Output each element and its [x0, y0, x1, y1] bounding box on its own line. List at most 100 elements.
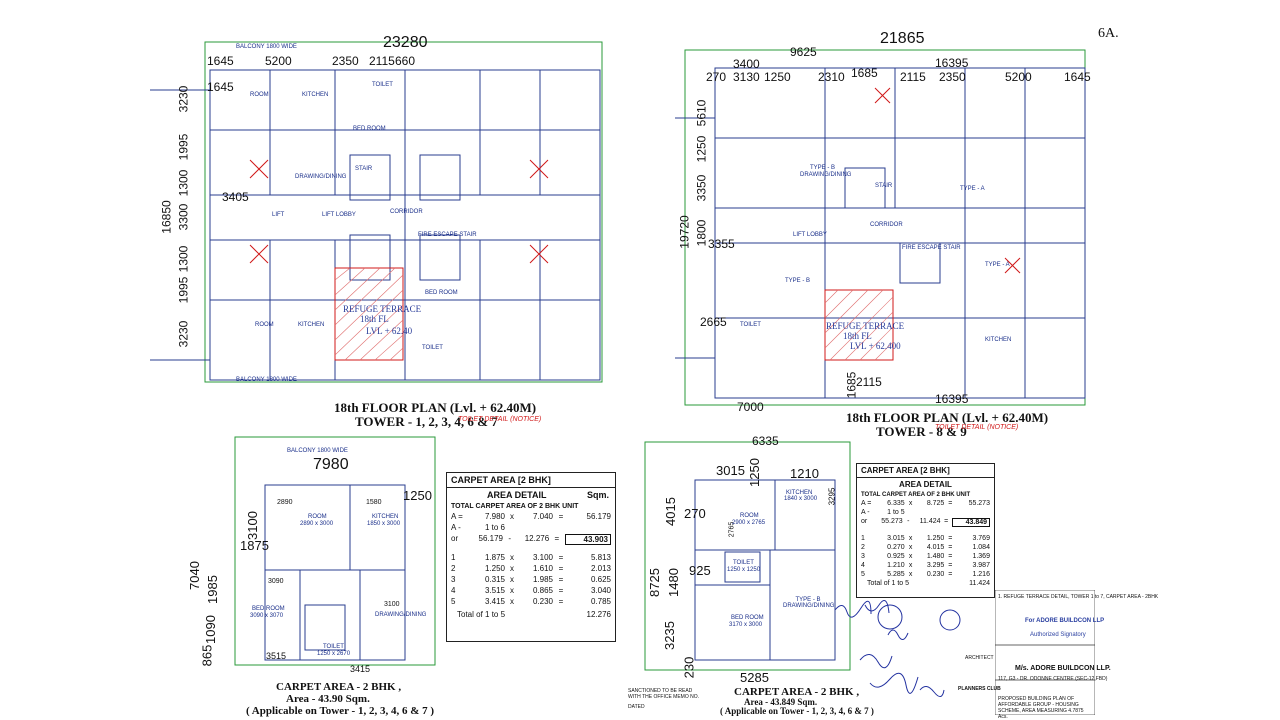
table-cell-eq: =	[948, 553, 953, 560]
table-cell-b: 56.179	[478, 534, 503, 543]
table-cell-a: 4	[861, 562, 865, 569]
left-room-13: KITCHEN	[298, 322, 325, 328]
signatures-stamps	[834, 600, 961, 697]
right-plan-towers: TOWER - 8 & 9	[876, 424, 967, 439]
title-block-frame	[995, 590, 1095, 715]
right-room-6: LIFT LOBBY	[793, 232, 827, 238]
left-room-2: KITCHEN	[302, 92, 329, 98]
left-room-1: ROOM	[250, 92, 269, 98]
unit-right-dim-9: 3235	[661, 621, 677, 650]
table-cell-a: A =	[861, 500, 872, 507]
right-plan-title: 18th FLOOR PLAN (Lvl. + 62.40M)	[846, 410, 1049, 425]
right-dim-bottom-1: 7000	[737, 400, 764, 414]
company-address: 117, G3 - DR. ODONNE CENTRE (SEC-12,FBD)	[998, 676, 1108, 682]
unit-right-kitchen-size: 1840 x 3000	[784, 496, 818, 502]
right-dim-left-4: 19720	[677, 215, 692, 249]
table-cell-op: x	[908, 553, 913, 560]
table-cell-c	[519, 523, 553, 532]
right-dim-left-6: 3355	[708, 237, 735, 251]
table-cell-a: 2	[861, 544, 865, 551]
table-left-total-row-label: Total of 1 to 5	[457, 610, 506, 619]
right-room-10: KITCHEN	[985, 337, 1012, 343]
right-dim-top-7: 2115	[900, 70, 926, 84]
table-cell-b: 3.515	[484, 586, 505, 595]
unit-left-room-size: 2890 x 3000	[300, 521, 334, 527]
table-cell-c: 0.230	[926, 571, 945, 578]
right-room-3: TYPE - A	[960, 186, 985, 192]
floor-plan-left	[150, 41, 603, 383]
table-cell-eq: =	[558, 586, 564, 595]
left-room-12: ROOM	[255, 322, 274, 328]
left-room-8: CORRIDOR	[390, 209, 423, 215]
right-dim-left-3: 3350	[694, 174, 709, 202]
table-cell-d: 2.013	[590, 564, 611, 573]
unit-right-dim-10: 925	[689, 563, 711, 578]
right-room-11: TOILET	[740, 322, 761, 328]
right-dim-top-12: 270	[706, 70, 727, 84]
table-cell-a: or	[451, 534, 459, 543]
unit-left-dim-6: 7040	[186, 561, 202, 590]
table-cell-a: 1	[861, 535, 865, 542]
left-room-3: TOILET	[372, 82, 393, 88]
table-cell-b: 0.270	[887, 544, 905, 551]
left-room-6: LIFT	[272, 212, 285, 218]
unit-right-dim-12: 5285	[740, 670, 769, 685]
table-cell-b: 1 to 5	[887, 509, 905, 516]
left-room-5: DRAWING/DINING	[295, 174, 347, 180]
left-dim-left-2: 1995	[176, 133, 191, 161]
table-right-total-row: Total of 1 to 5 11.424	[857, 579, 994, 588]
table-cell-op: x	[510, 597, 514, 606]
table-cell-op: x	[510, 564, 514, 573]
unit-right-caption-1: CARPET AREA - 2 BHK ,	[734, 686, 860, 698]
table-cell-eq: =	[558, 512, 564, 521]
table-cell-d: 1.369	[972, 553, 990, 560]
left-balcony-bottom: BALCONY 1800 WIDE	[236, 377, 297, 383]
right-dim-bottom-4: 16395	[935, 392, 969, 406]
unit-left-dim-1: 2890	[277, 499, 293, 506]
right-dim-top-11: 1645	[1064, 70, 1091, 84]
unit-left-dim-5: 1875	[240, 538, 269, 553]
table-left-total-row: Total of 1 to 5 12.276	[447, 609, 615, 620]
unit-left-toilet: TOILET	[323, 644, 344, 650]
unit-left-dim-9: 1090	[202, 615, 218, 644]
unit-right-kitchen: KITCHEN	[786, 490, 813, 496]
unit-plan-left	[234, 436, 436, 666]
table-left-total-label: TOTAL CARPET AREA OF 2 BHK UNIT	[451, 503, 579, 510]
table-cell-eq: =	[948, 544, 953, 551]
unit-left-dim-13: 3100	[384, 601, 400, 608]
table-cell-c: 7.040	[532, 512, 553, 521]
table-cell-b: 55.273	[881, 518, 903, 525]
unit-left-caption-1: CARPET AREA - 2 BHK ,	[276, 681, 402, 693]
table-cell-c: 8.725	[926, 500, 945, 507]
carpet-area-table-left: CARPET AREA [2 BHK] AREA DETAIL Sqm. TOT…	[446, 472, 616, 642]
table-cell-eq	[553, 523, 569, 532]
table-cell-c: 3.100	[532, 553, 553, 562]
unit-right-dim-8: 1480	[665, 568, 681, 597]
left-dim-left-4: 3300	[176, 203, 191, 231]
right-room-2: DRAWING/DINING	[800, 172, 852, 178]
table-cell-d: 1.084	[972, 544, 990, 551]
table-cell-c: 0.865	[532, 586, 553, 595]
table-cell-op: x	[908, 535, 913, 542]
table-cell-b: 6.335	[887, 500, 905, 507]
unit-right-room: ROOM	[740, 513, 759, 519]
unit-right-dim-13: 3295	[827, 487, 837, 506]
table-right-header: CARPET AREA [2 BHK]	[857, 464, 994, 478]
table-cell-d: 43.849	[951, 518, 991, 527]
table-cell-a: 3	[451, 575, 456, 584]
table-right-total-row-value: 11.424	[969, 580, 990, 587]
left-dim-side-2: 1645	[207, 80, 234, 94]
left-plan-note: TOILET DETAIL (NOTICE)	[458, 416, 542, 423]
table-cell-a: A =	[451, 512, 463, 521]
table-cell-op	[905, 509, 917, 516]
table-cell-eq: =	[558, 553, 564, 562]
table-cell-d: 0.625	[590, 575, 611, 584]
unit-left-balcony: BALCONY 1800 WIDE	[287, 448, 348, 454]
right-room-8: TYPE - B	[785, 278, 811, 284]
unit-left-dim-2: 1580	[366, 499, 382, 506]
table-cell-b: 1.250	[484, 564, 505, 573]
